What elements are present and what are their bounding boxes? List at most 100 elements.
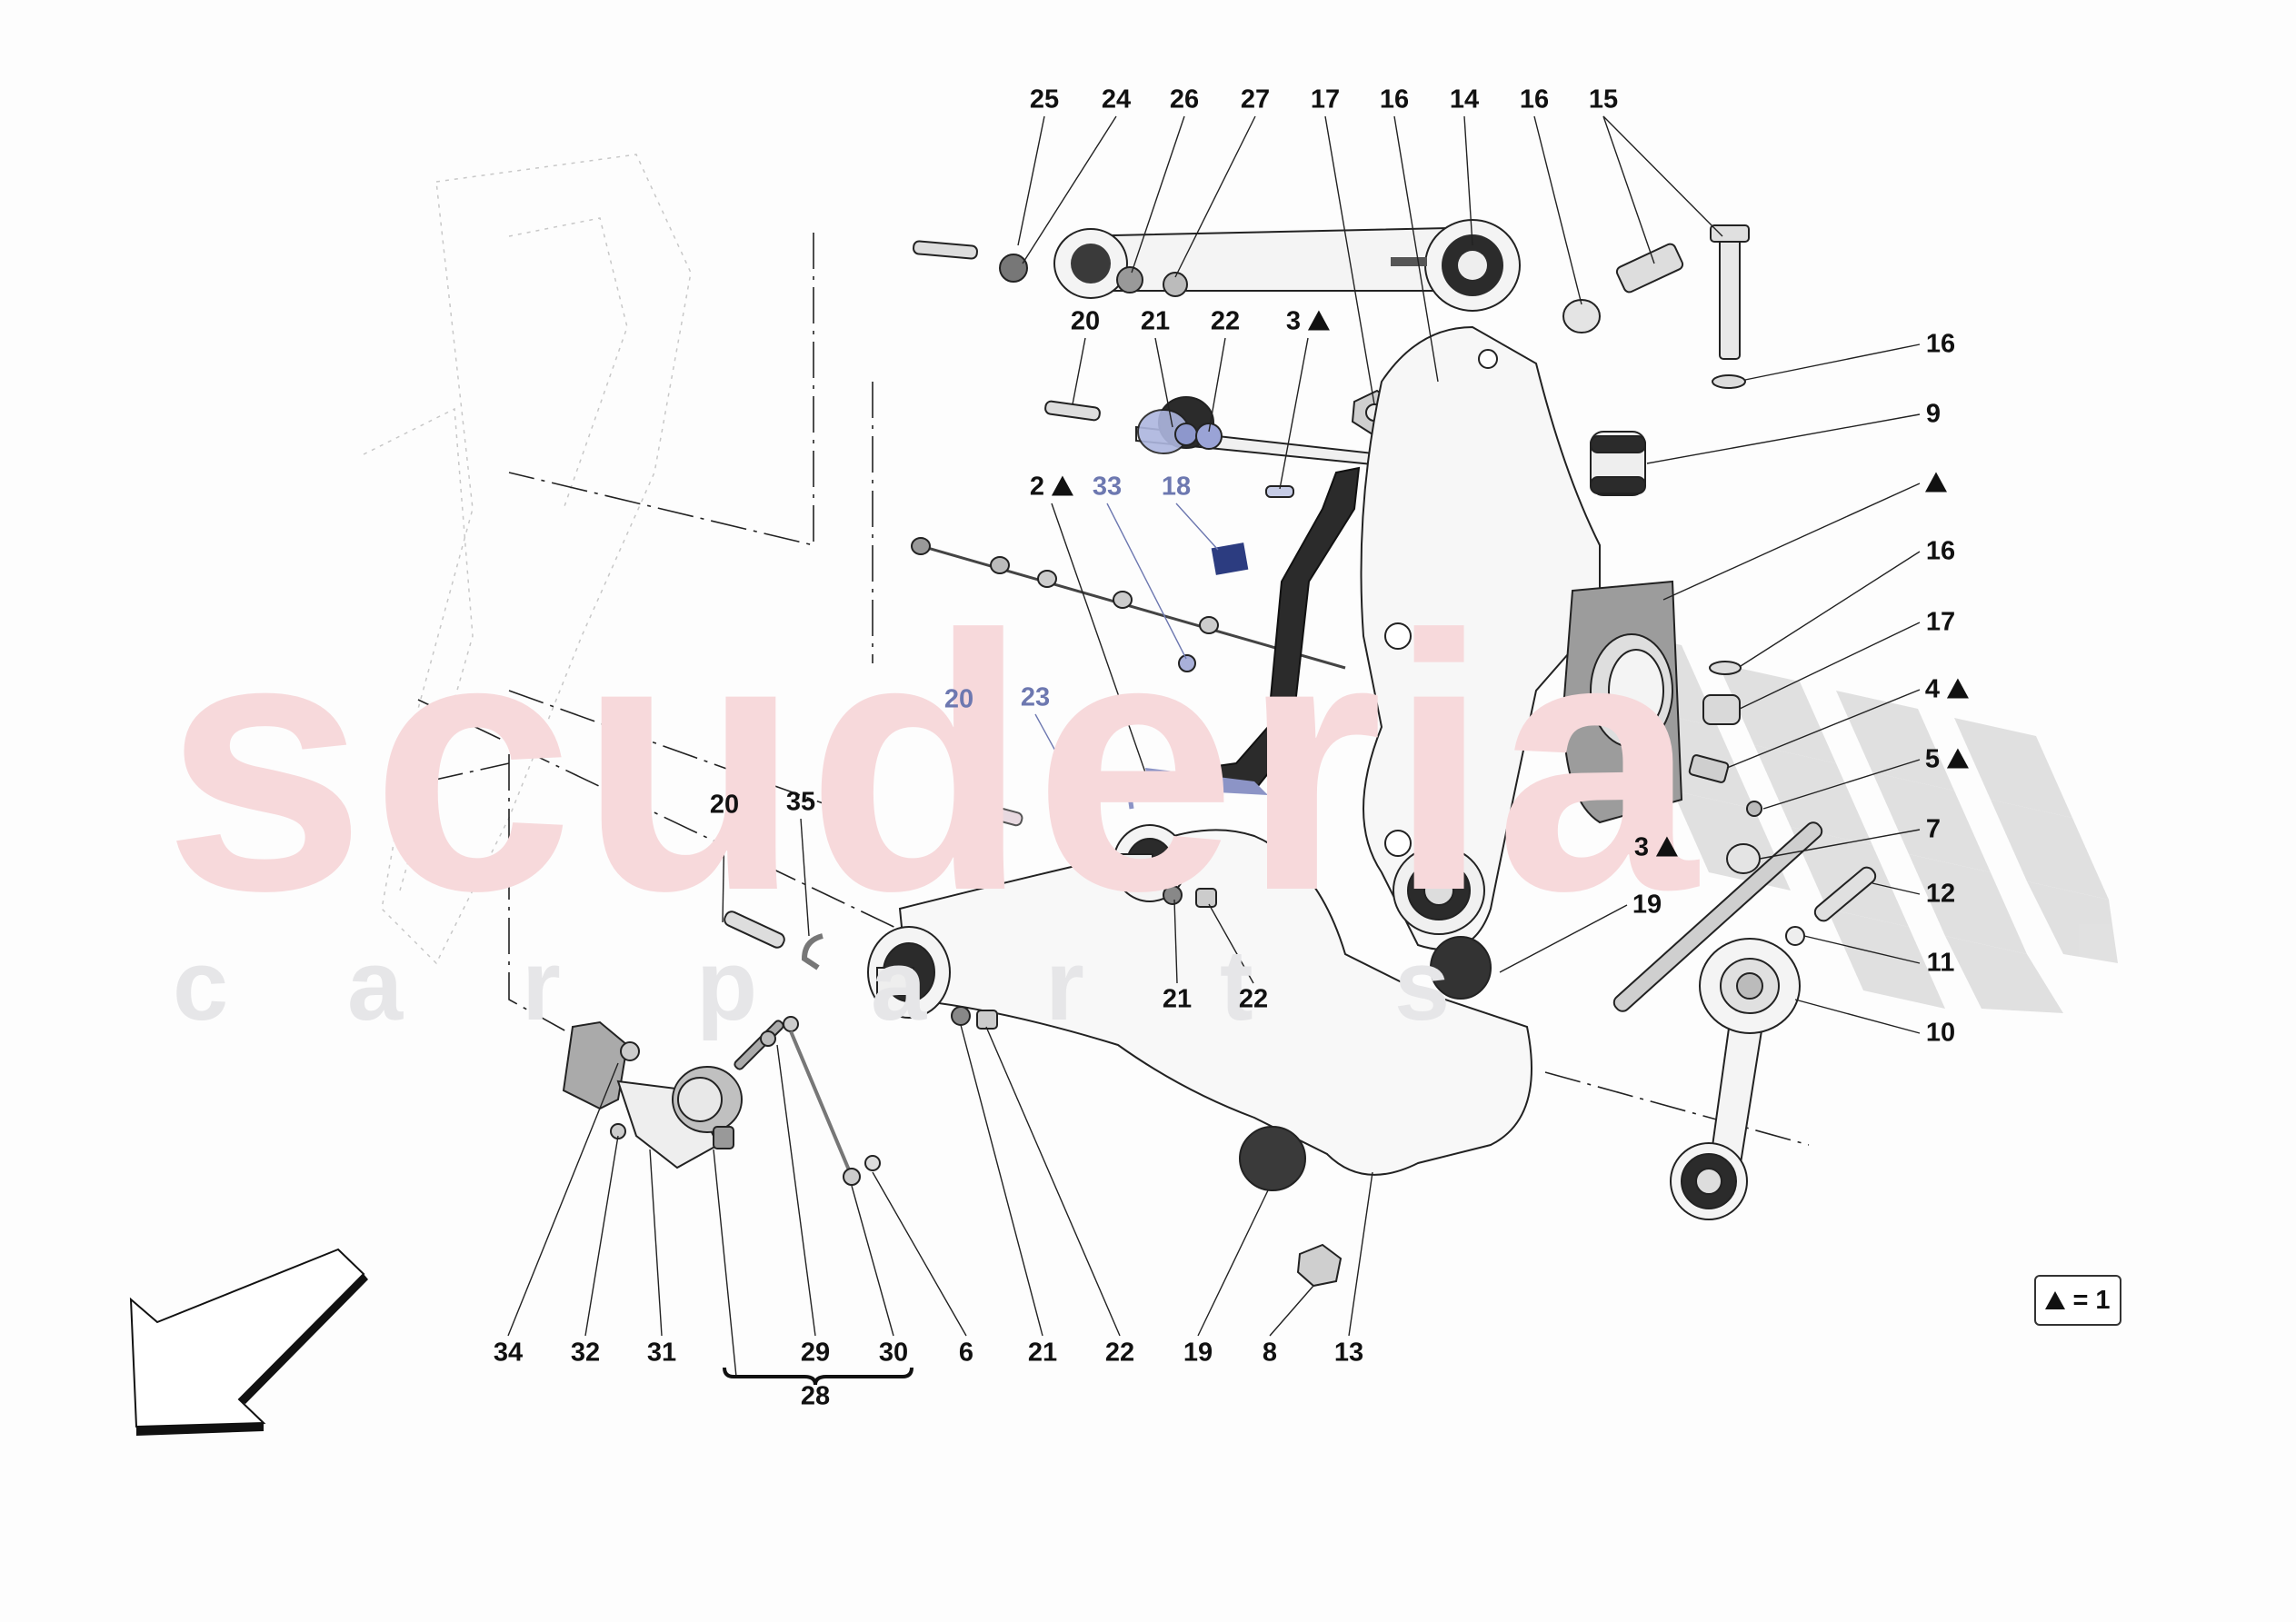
part-callout-6[interactable]: 6 [958, 1338, 974, 1368]
part-callout-15[interactable]: 15 [1588, 85, 1619, 114]
part-number: 22 [1104, 1338, 1135, 1368]
group-label-28[interactable]: 28 [800, 1381, 831, 1411]
part-number: 15 [1588, 85, 1619, 114]
part-number: 24 [1101, 85, 1132, 114]
part-number: 16 [1925, 329, 1956, 359]
triangle-icon [1947, 678, 1970, 699]
part-number: 32 [570, 1338, 601, 1368]
part-callout-5[interactable]: 5 [1925, 746, 1970, 773]
part-number: 22 [1210, 306, 1241, 336]
part-number: 33 [1092, 472, 1123, 502]
part-callout-31[interactable]: 31 [647, 1339, 676, 1367]
part-callout-19[interactable]: 19 [1632, 890, 1662, 920]
part-callout-11[interactable]: 11 [1927, 950, 1955, 977]
part-callout-22[interactable]: 22 [1104, 1338, 1135, 1368]
part-callout-22[interactable]: 22 [1238, 984, 1269, 1014]
part-callout-20[interactable]: 20 [1071, 308, 1100, 335]
triangle-icon [1947, 748, 1970, 769]
part-callout-7[interactable]: 7 [1925, 814, 1942, 844]
watermark-letter: p [696, 930, 760, 1041]
part-callout-16[interactable]: 16 [1925, 329, 1956, 359]
part-number: 4 [1924, 674, 1941, 704]
part-callout-22[interactable]: 22 [1210, 306, 1241, 336]
part-callout-23[interactable]: 23 [1021, 684, 1050, 711]
brake-line-bracket [1139, 466, 1361, 795]
watermark-letter: r [522, 930, 563, 1041]
part-callout-16[interactable]: 16 [1926, 538, 1955, 565]
part-number: 9 [1925, 399, 1942, 429]
part-callout-34[interactable]: 34 [493, 1338, 524, 1368]
part-callout-12[interactable]: 12 [1926, 881, 1955, 908]
part-number: 19 [1632, 890, 1662, 920]
part-number: 14 [1449, 85, 1480, 114]
part-callout-21[interactable]: 21 [1162, 984, 1193, 1014]
part-callout-9[interactable]: 9 [1925, 399, 1942, 429]
part-number: 10 [1925, 1018, 1956, 1048]
part-callout-16[interactable]: 16 [1520, 86, 1549, 114]
part-callout-29[interactable]: 29 [800, 1338, 831, 1368]
part-number: 2 [1029, 472, 1045, 502]
part-callout-triangle[interactable] [1925, 471, 1947, 497]
part-number: 29 [800, 1338, 831, 1368]
part-callout-14[interactable]: 14 [1449, 85, 1480, 114]
wheel-hub [1562, 580, 1683, 824]
part-number: 7 [1925, 814, 1942, 844]
part-callout-27[interactable]: 27 [1241, 86, 1270, 114]
part-number: 34 [493, 1338, 524, 1368]
orientation-arrow [129, 1248, 368, 1436]
part-callout-10[interactable]: 10 [1926, 1020, 1955, 1047]
part-number: 17 [1310, 85, 1341, 114]
watermark-letter: t [1220, 930, 1255, 1041]
part-number: 25 [1029, 85, 1060, 114]
part-callout-8[interactable]: 8 [1263, 1339, 1277, 1367]
part-callout-18[interactable]: 18 [1162, 473, 1191, 501]
leader-lines [507, 115, 1921, 1378]
part-number: 13 [1333, 1338, 1364, 1368]
part-number: 30 [878, 1338, 909, 1368]
part-number: 20 [943, 684, 974, 714]
part-callout-25[interactable]: 25 [1029, 85, 1060, 114]
part-number: 21 [1162, 984, 1193, 1014]
part-callout-26[interactable]: 26 [1170, 86, 1199, 114]
part-number: 3 [1285, 306, 1302, 336]
part-callout-21[interactable]: 21 [1141, 308, 1170, 335]
part-number: 11 [1926, 948, 1955, 978]
triangle-icon [1656, 836, 1679, 857]
lower-pin-and-clip [724, 911, 824, 970]
part-callout-30[interactable]: 30 [878, 1338, 909, 1368]
part-callout-21[interactable]: 21 [1027, 1338, 1058, 1368]
checker-flag-watermark [1600, 627, 2118, 1013]
part-number: 35 [785, 787, 816, 817]
part-callout-16[interactable]: 16 [1380, 86, 1409, 114]
right-hardware [1567, 431, 1762, 873]
part-callout-2[interactable]: 2 [1029, 472, 1074, 502]
group-brace [723, 1367, 913, 1386]
part-callout-35[interactable]: 35 [785, 787, 816, 817]
part-callout-19[interactable]: 19 [1183, 1339, 1213, 1367]
wheel-carrier [1360, 325, 1601, 950]
watermark-letter: a [871, 930, 929, 1041]
triangle-icon [1308, 310, 1331, 331]
part-callout-3[interactable]: 3 [1634, 834, 1679, 861]
part-number: 21 [1027, 1338, 1058, 1368]
part-callout-4[interactable]: 4 [1924, 674, 1970, 704]
ride-height-sensor [562, 1016, 881, 1186]
lower-link [1612, 821, 1877, 1220]
part-callout-20[interactable]: 20 [943, 684, 974, 714]
watermark-letter: c [173, 930, 231, 1041]
part-callout-13[interactable]: 13 [1333, 1338, 1364, 1368]
part-callout-3[interactable]: 3 [1285, 306, 1331, 336]
part-callout-17[interactable]: 17 [1925, 607, 1956, 637]
part-callout-20[interactable]: 20 [710, 791, 739, 819]
legend-box: = 1 [2034, 1275, 2121, 1326]
part-callout-17[interactable]: 17 [1310, 85, 1341, 114]
part-number: 22 [1238, 984, 1269, 1014]
upper-control-arm [1053, 219, 1521, 312]
part-number: 6 [958, 1338, 974, 1368]
part-callout-32[interactable]: 32 [570, 1338, 601, 1368]
part-callout-33[interactable]: 33 [1092, 472, 1123, 502]
part-number: 17 [1925, 607, 1956, 637]
part-number: 12 [1925, 879, 1956, 909]
part-callout-24[interactable]: 24 [1101, 85, 1132, 114]
